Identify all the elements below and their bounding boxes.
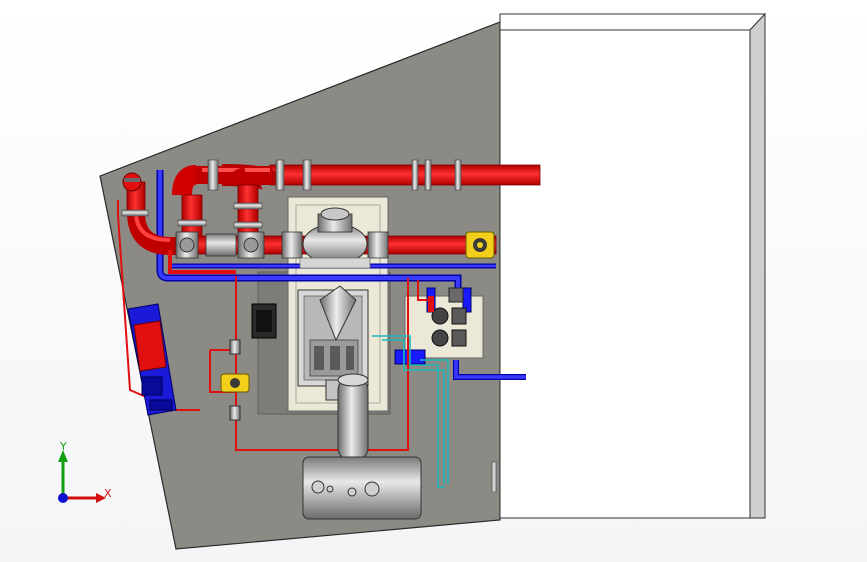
pipe-flanges <box>121 159 462 229</box>
y-axis-label: Y <box>59 440 67 453</box>
electrical-cabinet[interactable] <box>127 303 177 416</box>
coordinate-triad: Y X <box>58 440 112 503</box>
drain-fitting <box>491 461 497 493</box>
gate-valves[interactable] <box>175 231 389 259</box>
yellow-valve[interactable] <box>465 231 495 259</box>
pump-motor[interactable] <box>297 285 369 401</box>
valve-assembly-right[interactable] <box>428 287 467 347</box>
cyan-instrument-lines <box>372 335 449 488</box>
adjacent-room-wall[interactable] <box>499 12 767 519</box>
expansion-tank[interactable] <box>302 456 422 520</box>
pump-volute[interactable] <box>299 207 371 269</box>
relief-valve[interactable] <box>122 172 142 192</box>
z-axis-icon <box>58 493 68 503</box>
x-axis-label: X <box>104 487 112 500</box>
gas-valve-train[interactable] <box>220 339 250 421</box>
